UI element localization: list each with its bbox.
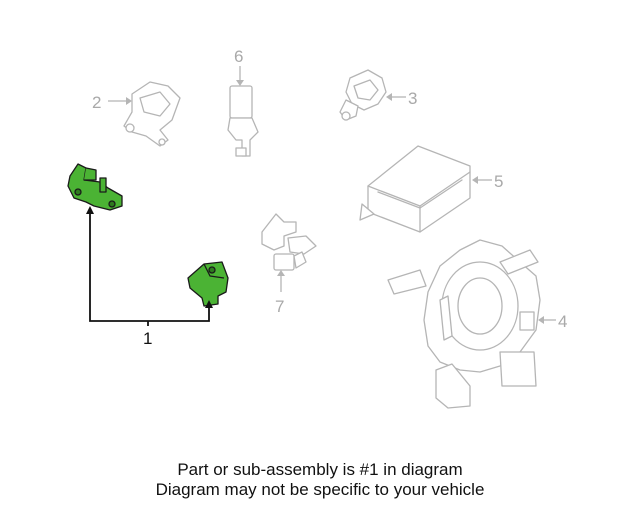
part-4-clockspring[interactable] [387,239,541,409]
part-6-sensor[interactable] [227,85,259,157]
callout-5: 5 [494,172,503,191]
leader-3-arrow [386,93,392,101]
part-3-sensor[interactable] [339,69,387,121]
callout-2: 2 [92,93,101,112]
part-2-sensor-bracket[interactable] [123,81,181,147]
callout-6: 6 [234,47,243,66]
banner-line-1: Part or sub-assembly is #1 in diagram [177,460,463,479]
info-banner: Part or sub-assembly is #1 in diagram Di… [16,456,624,504]
part-1-sensor-b[interactable] [187,261,229,307]
leader-4-arrow [538,316,544,324]
callout-3: 3 [408,89,417,108]
banner-line-2: Diagram may not be specific to your vehi… [155,480,485,499]
part-7-sensor[interactable] [261,213,317,271]
part-1-sensor-a[interactable] [67,163,123,211]
parts-diagram: 2 6 3 5 7 [67,47,567,409]
callout-1: 1 [143,329,152,348]
leader-5-arrow [472,176,478,184]
part-5-control-module[interactable] [359,145,471,233]
leader-1 [86,206,213,326]
leader-2-arrow [126,97,132,105]
leader-6-arrow [236,80,244,86]
callout-4: 4 [558,312,567,331]
leader-7-arrow [277,270,285,276]
callout-7: 7 [275,297,284,316]
